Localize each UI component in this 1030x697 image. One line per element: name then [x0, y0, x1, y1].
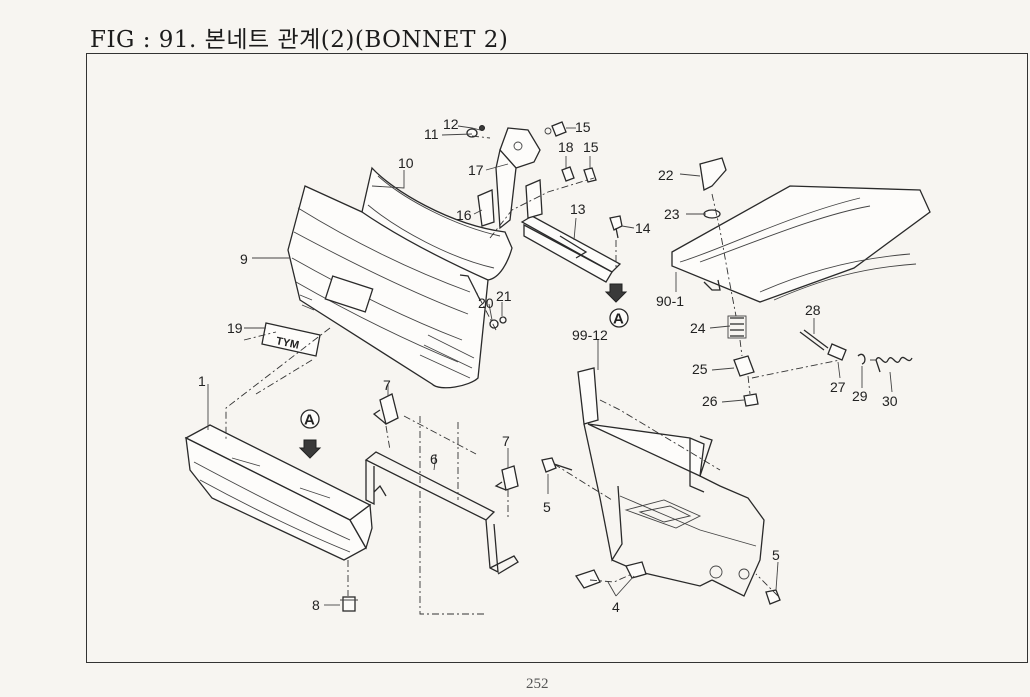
part-30-spring — [875, 356, 913, 373]
callout-90-1: 90-1 — [656, 293, 684, 309]
callout-12: 12 — [443, 116, 459, 132]
callout-labels: 1 4 5 5 6 7 7 8 9 10 11 12 13 14 15 15 1… — [198, 116, 898, 615]
diagram-frame — [86, 53, 1028, 663]
callout-20: 20 — [478, 295, 494, 311]
reference-marker-a-right: A — [604, 283, 629, 328]
part-1-bumper — [184, 424, 373, 561]
callout-6: 6 — [430, 451, 438, 467]
reference-marker-a-left: A — [298, 409, 322, 459]
part-27-plate — [827, 343, 847, 361]
callout-8: 8 — [312, 597, 320, 613]
part-25-latch-block — [733, 355, 755, 377]
callout-7-left: 7 — [383, 377, 391, 393]
part-7-bracket-right — [494, 465, 519, 491]
callout-26: 26 — [702, 393, 718, 409]
part-29-clip — [857, 353, 866, 365]
part-12-washer — [466, 125, 485, 138]
part-28-pin — [799, 329, 829, 351]
callout-16: 16 — [456, 207, 472, 223]
part-19-emblem: TYM — [261, 322, 321, 357]
part-90-1-bonnet — [671, 185, 931, 303]
callout-17: 17 — [468, 162, 484, 178]
callout-5-right: 5 — [772, 547, 780, 563]
part-17-stay — [495, 127, 541, 230]
callout-10: 10 — [398, 155, 414, 171]
callout-29: 29 — [852, 388, 868, 404]
callout-27: 27 — [830, 379, 846, 395]
part-4-clips — [574, 561, 647, 589]
emblem-text: TYM — [275, 335, 300, 352]
page-number: 252 — [526, 676, 549, 692]
part-15-bolt — [583, 167, 597, 183]
leader-lines — [207, 125, 893, 606]
callout-13: 13 — [570, 201, 586, 217]
part-8-clip — [340, 596, 358, 612]
part-15-bolt-top — [544, 121, 567, 137]
callout-9: 9 — [240, 251, 248, 267]
callout-24: 24 — [690, 320, 706, 336]
part-24-spring — [727, 315, 747, 339]
callout-15-top: 15 — [575, 119, 591, 135]
part-99-12-front-frame — [577, 367, 765, 597]
callout-15: 15 — [583, 139, 599, 155]
part-6-frame — [364, 451, 519, 575]
part-22-knob — [699, 157, 727, 191]
callout-21: 21 — [496, 288, 512, 304]
callout-28: 28 — [805, 302, 821, 318]
callout-25: 25 — [692, 361, 708, 377]
part-7-bracket-left — [372, 393, 399, 425]
part-9-front-grille — [287, 185, 489, 389]
callout-5-left: 5 — [543, 499, 551, 515]
page-title: FIG : 91. 본네트 관계(2)(BONNET 2) — [90, 27, 509, 53]
part-26-nut — [743, 393, 759, 407]
assembly-lines — [225, 135, 876, 615]
callout-7-right: 7 — [502, 433, 510, 449]
callout-23: 23 — [664, 206, 680, 222]
callout-14: 14 — [635, 220, 651, 236]
callout-11: 11 — [424, 126, 439, 142]
part-5-bolt-right — [765, 589, 781, 605]
callout-19: 19 — [227, 320, 243, 336]
callout-1: 1 — [198, 373, 206, 389]
callout-99-12: 99-12 — [572, 327, 608, 343]
callout-30: 30 — [882, 393, 898, 409]
callout-22: 22 — [658, 167, 674, 183]
svg-text:A: A — [304, 412, 315, 429]
svg-text:A: A — [613, 311, 624, 328]
part-13-support — [520, 215, 622, 283]
part-18-bolt — [561, 166, 575, 182]
part-5-bolt-left — [541, 457, 573, 473]
part-14-fastener — [609, 215, 623, 239]
callout-4: 4 — [612, 599, 620, 615]
part-20-21-hardware — [489, 316, 507, 329]
part-23-washer — [703, 209, 721, 219]
callout-18: 18 — [558, 139, 574, 155]
